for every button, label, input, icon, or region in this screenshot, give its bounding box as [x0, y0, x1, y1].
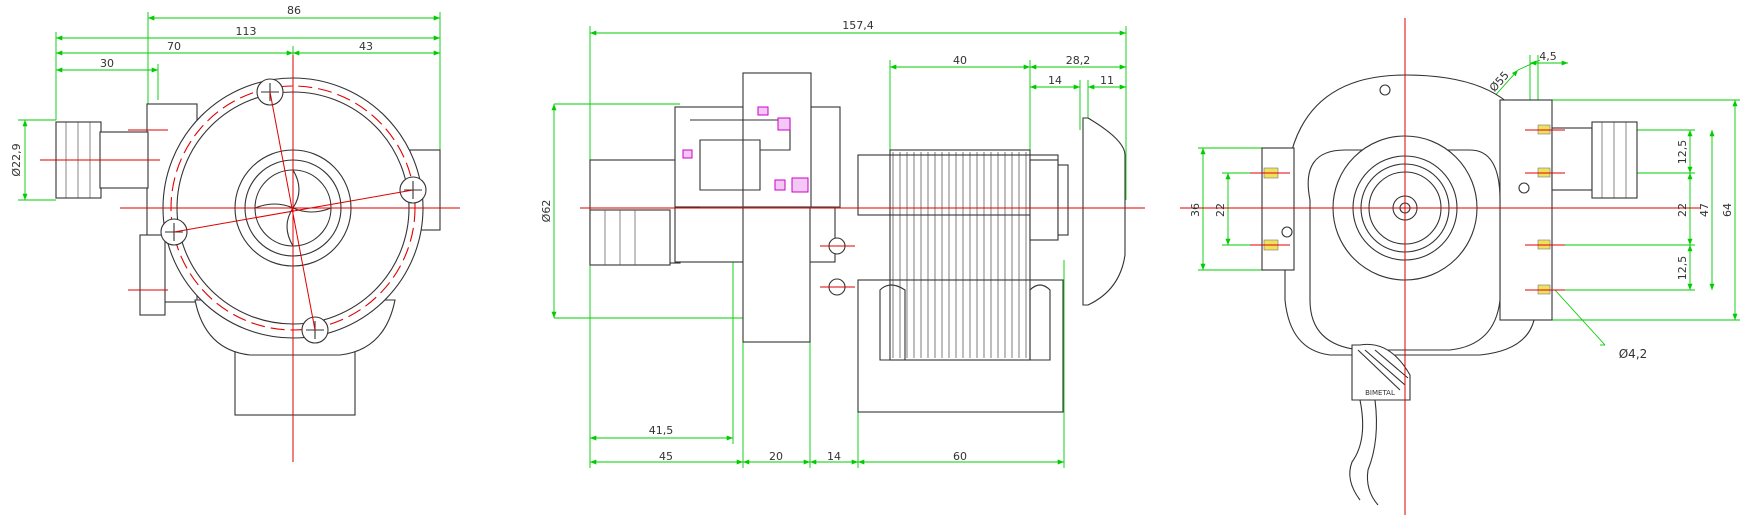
rear-housing	[1261, 74, 1553, 356]
dim-86: 86	[287, 4, 301, 17]
dim-43: 43	[359, 40, 373, 53]
dim-60: 60	[953, 450, 967, 463]
dim-47: 47	[1698, 203, 1711, 217]
rear-view: BIMETAL 4,5 Ø55 36 22 12,5 22 12,5 47 64…	[1180, 18, 1740, 515]
side-inlet-pipe	[589, 159, 681, 266]
side-motor	[857, 149, 1111, 413]
stator-laminations	[889, 149, 1031, 361]
dim-20: 20	[769, 450, 783, 463]
front-impeller-vanes	[254, 169, 332, 247]
dim-14-bottom: 14	[827, 450, 841, 463]
dim-45: 45	[659, 450, 673, 463]
dim-diameter-62: Ø62	[540, 200, 553, 223]
dim-14-top: 14	[1048, 74, 1062, 87]
dim-12-5-bottom: 12,5	[1676, 256, 1689, 281]
dim-diameter-55: Ø55	[1487, 69, 1512, 95]
rear-outlet-hose	[1551, 121, 1638, 199]
side-dimension-lines	[551, 26, 1127, 468]
side-section-view: 157,4 40 28,2 14 11 Ø62 41,5 45 20 14 60	[540, 19, 1145, 468]
dim-hole-diameter: Ø4,2	[1619, 347, 1648, 361]
dim-157-4: 157,4	[842, 19, 874, 32]
front-centerlines	[40, 55, 460, 462]
front-left-foot	[139, 234, 166, 316]
dim-22-right: 22	[1676, 203, 1689, 217]
side-cooling-fan	[1082, 117, 1126, 306]
dim-70: 70	[167, 40, 181, 53]
dim-64: 64	[1721, 203, 1734, 217]
dim-12-5-top: 12,5	[1676, 140, 1689, 165]
dim-28-2: 28,2	[1066, 54, 1091, 67]
front-view: 86 113 70 43 30 Ø22,9	[10, 4, 460, 462]
rear-centerlines	[1180, 18, 1700, 515]
dim-22-left: 22	[1214, 203, 1227, 217]
dim-4-5: 4,5	[1539, 50, 1557, 63]
dim-40: 40	[953, 54, 967, 67]
bimetal-label: BIMETAL	[1365, 389, 1395, 397]
dim-inlet-diameter: Ø22,9	[10, 143, 23, 176]
dim-11: 11	[1100, 74, 1114, 87]
dim-30: 30	[100, 57, 114, 70]
dim-36: 36	[1189, 203, 1202, 217]
rear-cable-gland: BIMETAL	[1349, 343, 1411, 506]
dim-41-5: 41,5	[649, 424, 674, 437]
front-dimension-lines	[18, 12, 441, 201]
dim-113: 113	[236, 25, 257, 38]
side-pump-housing	[674, 72, 846, 343]
